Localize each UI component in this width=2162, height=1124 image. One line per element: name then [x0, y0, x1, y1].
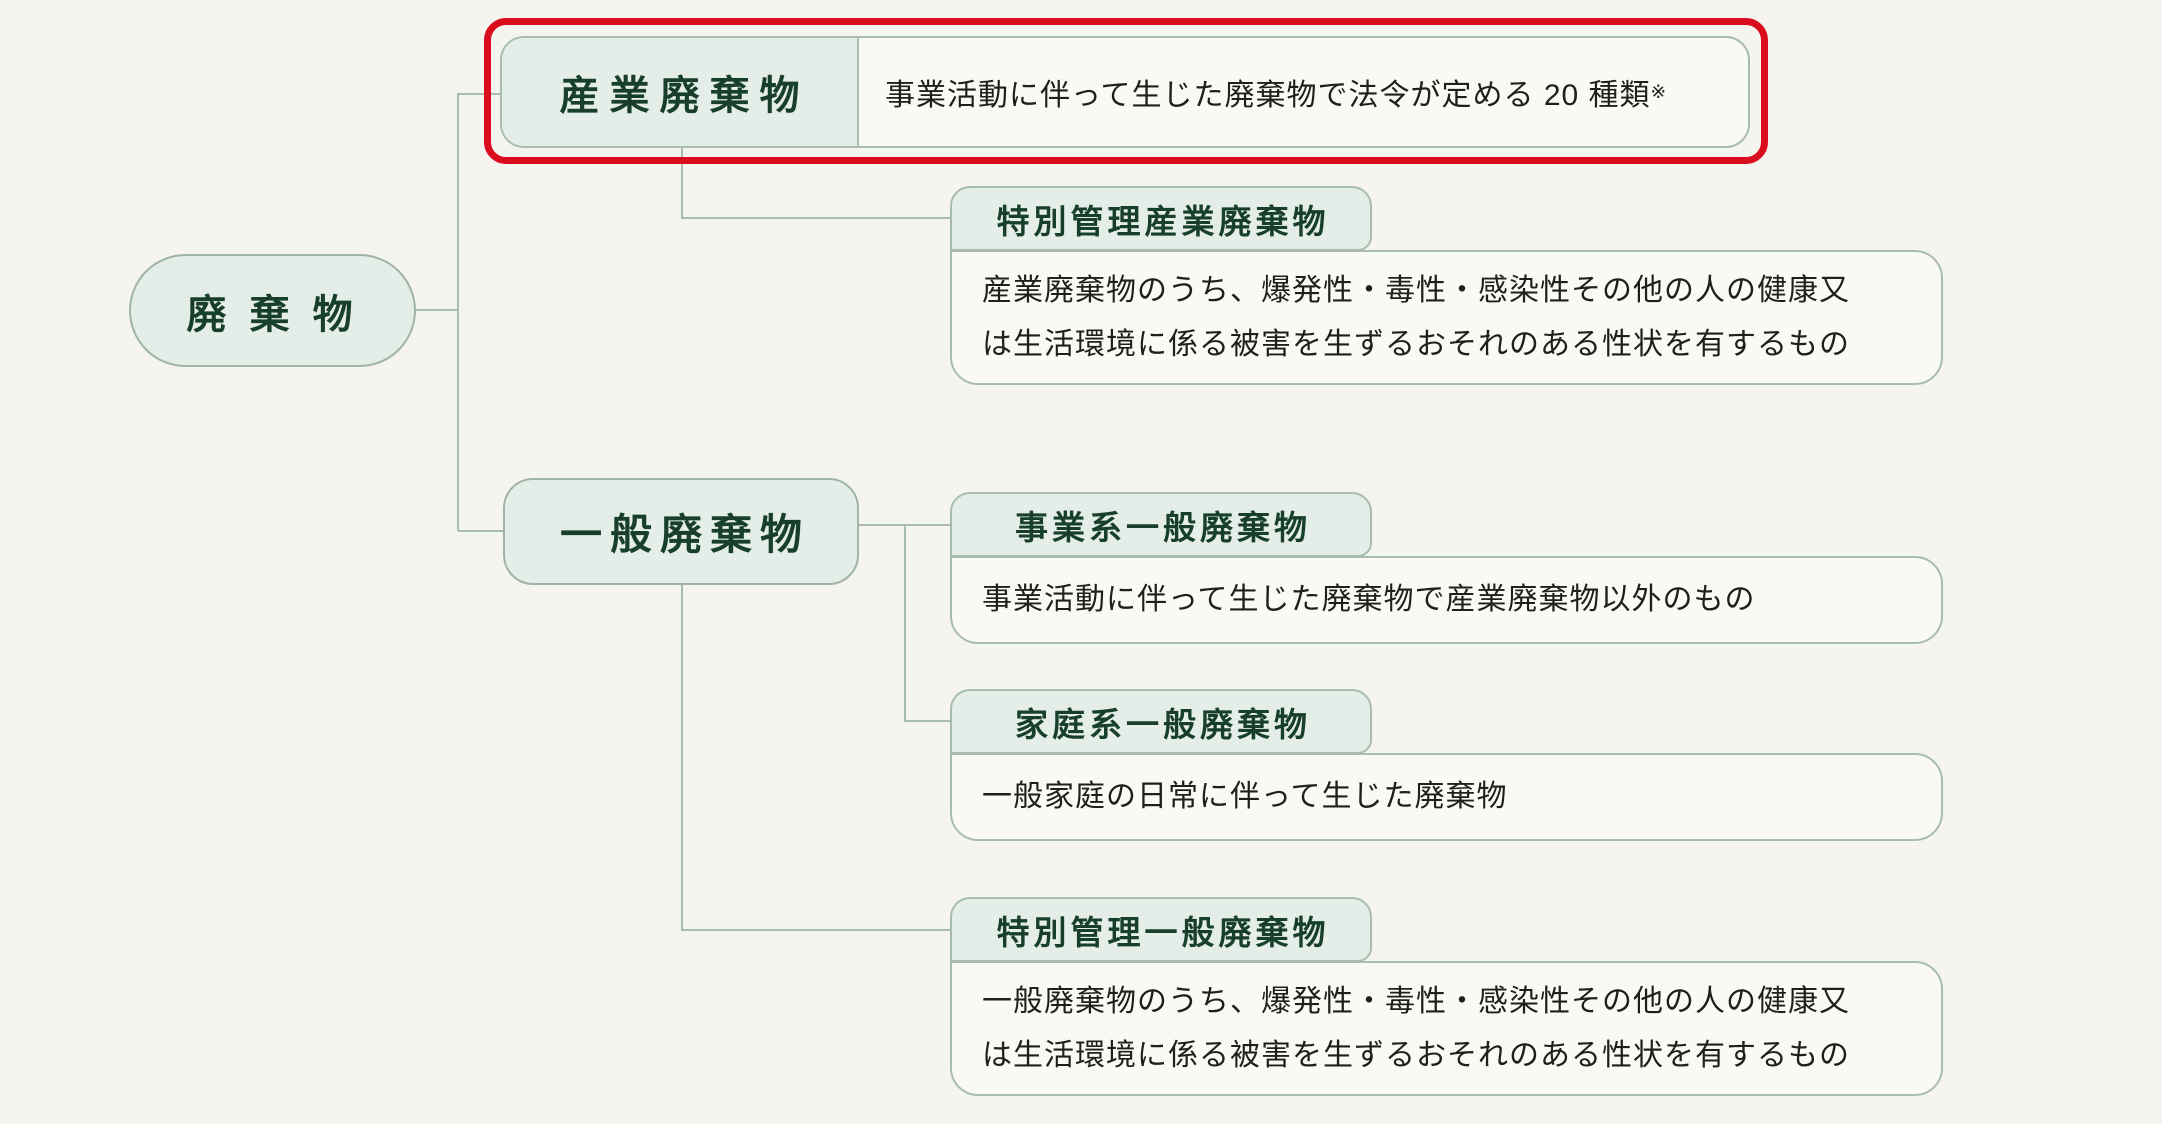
household-general-waste-description-line1: 一般家庭の日常に伴って生じた廃棄物: [982, 780, 1508, 813]
sp-general-waste-description-line1: 一般廃棄物のうち、爆発性・毒性・感染性その他の人の健康又: [982, 984, 1850, 1018]
industrial-waste-label-cell: 産業廃棄物: [502, 38, 859, 146]
sp-general-waste-label: 特別管理一般廃棄物: [996, 913, 1330, 951]
root-node-waste: 廃 棄 物: [129, 254, 416, 367]
sp-industrial-waste-label: 特別管理産業廃棄物: [996, 202, 1330, 240]
root-node-label: 廃 棄 物: [186, 292, 359, 337]
sp-general-waste-description-box: 一般廃棄物のうち、爆発性・毒性・感染性その他の人の健康又 は生活環境に係る被害を…: [950, 961, 1943, 1096]
connector-sp-general-v: [681, 585, 683, 931]
sp-industrial-waste-tab: 特別管理産業廃棄物: [950, 186, 1372, 251]
business-general-waste-description-line1: 事業活動に伴って生じた廃棄物で産業廃棄物以外のもの: [982, 583, 1756, 616]
sp-industrial-waste-description-box: 産業廃棄物のうち、爆発性・毒性・感染性その他の人の健康又 は生活環境に係る被害を…: [950, 250, 1943, 385]
connector-sp-industrial-v: [681, 148, 683, 218]
connector-sp-industrial-h: [681, 217, 950, 219]
business-general-waste-label: 事業系一般廃棄物: [1015, 508, 1311, 546]
connector-sp-general-h: [681, 929, 950, 931]
sp-industrial-waste-description-line2: は生活環境に係る被害を生ずるおそれのある性状を有するもの: [982, 327, 1850, 361]
sp-industrial-waste-description-line1: 産業廃棄物のうち、爆発性・毒性・感染性その他の人の健康又: [982, 273, 1850, 307]
household-general-waste-tab: 家庭系一般廃棄物: [950, 689, 1372, 754]
industrial-waste-node: 産業廃棄物 事業活動に伴って生じた廃棄物で法令が定める 20 種類※: [500, 36, 1750, 148]
household-general-waste-label: 家庭系一般廃棄物: [1015, 705, 1311, 743]
connector-household-h: [904, 720, 950, 722]
connector-junction-v: [904, 524, 906, 722]
general-waste-label: 一般廃棄物: [559, 511, 810, 558]
connector-root-h: [416, 309, 458, 311]
connector-trunk-v: [457, 93, 459, 531]
connector-general-h: [458, 530, 503, 532]
household-general-waste-description-box: 一般家庭の日常に伴って生じた廃棄物: [950, 753, 1943, 841]
industrial-waste-description-text: 事業活動に伴って生じた廃棄物で法令が定める 20 種類: [885, 79, 1651, 112]
industrial-waste-label: 産業廃棄物: [559, 74, 810, 118]
sp-general-waste-tab: 特別管理一般廃棄物: [950, 897, 1372, 962]
business-general-waste-description-box: 事業活動に伴って生じた廃棄物で産業廃棄物以外のもの: [950, 556, 1943, 644]
connector-industrial-h: [457, 93, 501, 95]
general-waste-node: 一般廃棄物: [503, 478, 859, 585]
business-general-waste-tab: 事業系一般廃棄物: [950, 492, 1372, 557]
sp-general-waste-description-line2: は生活環境に係る被害を生ずるおそれのある性状を有するもの: [982, 1038, 1850, 1072]
industrial-waste-description: 事業活動に伴って生じた廃棄物で法令が定める 20 種類※: [859, 38, 1748, 146]
